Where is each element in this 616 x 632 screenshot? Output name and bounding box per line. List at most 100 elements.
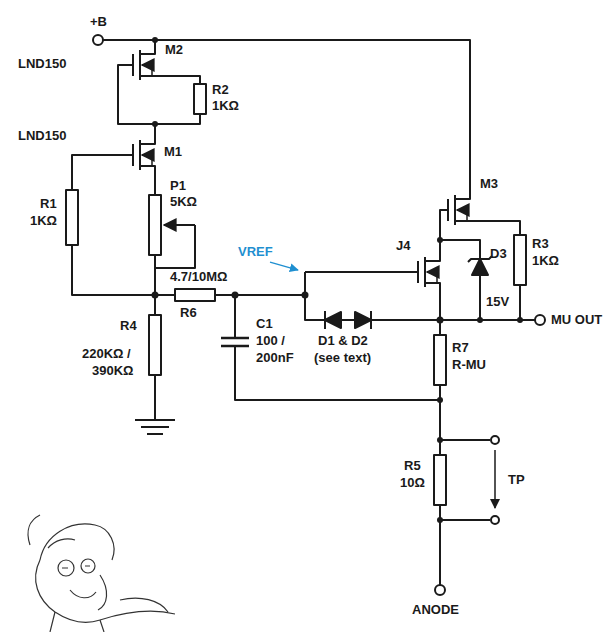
wire bbox=[72, 155, 133, 190]
part-name: J4 bbox=[396, 238, 410, 254]
part-name: R7 bbox=[452, 340, 469, 356]
cartoon-sketch bbox=[28, 515, 175, 632]
resistor-symbol bbox=[194, 84, 206, 114]
schematic-drawing bbox=[28, 35, 545, 632]
cartoon-sketch bbox=[28, 515, 40, 545]
wire bbox=[439, 385, 441, 455]
wire bbox=[140, 166, 155, 195]
junction-dot bbox=[437, 437, 443, 443]
part-name: R3 bbox=[532, 236, 549, 252]
wire bbox=[154, 255, 156, 315]
wire bbox=[155, 114, 200, 124]
junction-dot bbox=[437, 517, 443, 523]
zener-symbol bbox=[468, 256, 492, 262]
terminal-name: TP bbox=[508, 472, 525, 488]
mosfet-symbol bbox=[436, 272, 438, 283]
mosfet-symbol bbox=[418, 257, 425, 287]
part-name: R6 bbox=[180, 305, 197, 321]
part-value: R-MU bbox=[452, 357, 486, 373]
mosfet-symbol bbox=[151, 65, 153, 76]
part-value: 200nF bbox=[256, 350, 294, 366]
terminal-name: ANODE bbox=[412, 602, 459, 618]
part-name: C1 bbox=[256, 316, 273, 332]
zener-symbol bbox=[468, 256, 492, 275]
junction-dot bbox=[152, 121, 158, 127]
cartoon-sketch bbox=[62, 566, 90, 568]
mosfet-symbol bbox=[448, 195, 455, 225]
terminal bbox=[93, 35, 103, 45]
mosfet-symbol bbox=[457, 209, 467, 211]
part-name: M2 bbox=[165, 42, 183, 58]
part-value: 1KΩ bbox=[532, 253, 559, 269]
wire bbox=[440, 439, 490, 441]
part-value: 220KΩ / bbox=[82, 346, 131, 362]
cartoon-sketch bbox=[100, 611, 175, 620]
cartoon-sketch bbox=[120, 598, 168, 612]
junction-dot bbox=[437, 317, 444, 324]
resistor-symbol bbox=[66, 84, 526, 505]
part-value: 390KΩ bbox=[92, 363, 134, 379]
wire bbox=[425, 210, 448, 261]
part-name: M1 bbox=[164, 144, 182, 160]
test-point-arrow bbox=[494, 450, 496, 508]
wire bbox=[72, 245, 155, 295]
wire bbox=[140, 40, 155, 54]
part-value: 15V bbox=[486, 294, 509, 310]
diode-symbol bbox=[355, 312, 371, 328]
part-name: R5 bbox=[404, 458, 421, 474]
wire bbox=[235, 346, 440, 400]
resistor-symbol bbox=[149, 195, 161, 255]
wire bbox=[519, 285, 521, 320]
mosfet-symbol bbox=[466, 210, 468, 221]
part-name: D1 & D2 bbox=[318, 333, 368, 349]
signal-name: VREF bbox=[238, 244, 273, 260]
cartoon-sketch bbox=[50, 612, 104, 632]
part-name: R4 bbox=[120, 318, 137, 334]
wire bbox=[440, 240, 480, 259]
capacitor-symbol bbox=[221, 338, 249, 346]
wire bbox=[154, 375, 156, 420]
ground-symbol bbox=[135, 420, 175, 434]
part-value: 1KΩ bbox=[30, 213, 57, 229]
wire bbox=[118, 65, 155, 144]
wire bbox=[305, 271, 418, 273]
cartoon-sketch bbox=[70, 590, 96, 598]
diode-symbol bbox=[341, 319, 355, 321]
terminal bbox=[491, 516, 499, 524]
junction-dot bbox=[152, 37, 158, 43]
resistor-symbol bbox=[434, 335, 446, 385]
part-value: 5KΩ bbox=[170, 194, 197, 210]
wire bbox=[234, 295, 236, 338]
part-value: 100 / bbox=[256, 333, 285, 349]
mosfet-symbol bbox=[133, 50, 467, 287]
terminal-name: +B bbox=[90, 14, 107, 30]
junction-dot bbox=[302, 292, 309, 299]
resistor-symbol bbox=[66, 190, 78, 245]
leader-line bbox=[270, 262, 298, 270]
capacitor-symbol bbox=[221, 338, 249, 346]
potentiometer-wiper bbox=[164, 224, 195, 226]
zener-symbol bbox=[472, 259, 488, 275]
resistor-symbol bbox=[514, 235, 526, 285]
ground-symbol bbox=[135, 420, 175, 434]
part-type: LND150 bbox=[18, 56, 66, 72]
wire bbox=[98, 40, 470, 199]
part-name: D3 bbox=[490, 246, 507, 262]
junction-dot bbox=[477, 317, 483, 323]
terminal bbox=[535, 315, 545, 325]
wire bbox=[479, 275, 481, 320]
diode-symbol bbox=[325, 311, 371, 329]
terminal-name: MU OUT bbox=[551, 312, 602, 328]
mosfet-symbol bbox=[133, 140, 140, 170]
wire bbox=[425, 283, 440, 335]
junction-dot bbox=[517, 317, 523, 323]
cartoon-sketch bbox=[48, 539, 75, 548]
junction-dot bbox=[437, 397, 443, 403]
potentiometer-wiper bbox=[164, 224, 195, 226]
mosfet-symbol bbox=[151, 155, 153, 166]
part-value: 4.7/10MΩ bbox=[170, 269, 227, 285]
diode-symbol bbox=[325, 312, 341, 328]
